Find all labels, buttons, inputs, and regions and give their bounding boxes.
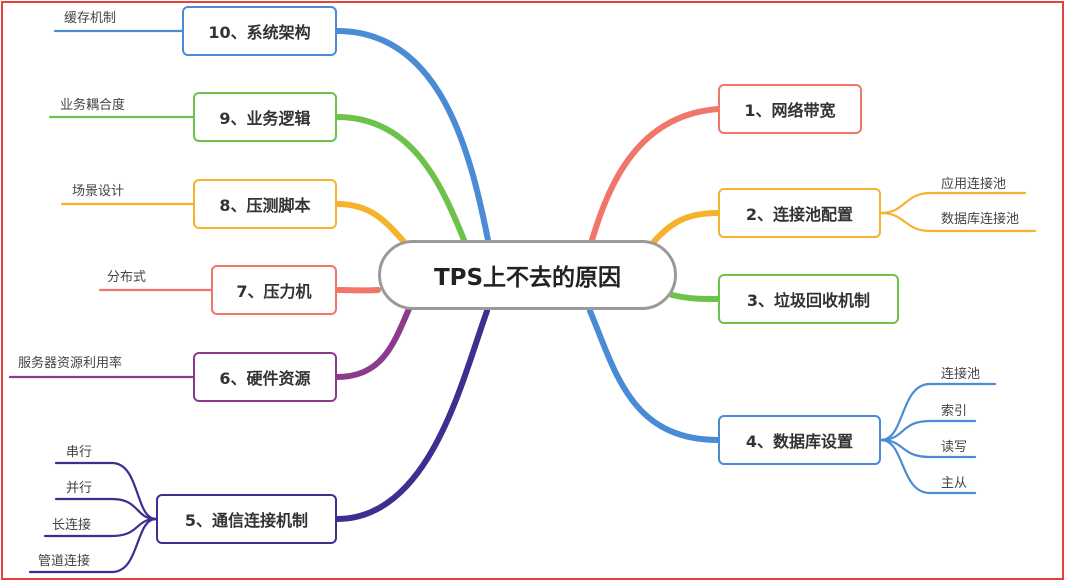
leaf-parallel[interactable]: 并行 (66, 481, 93, 496)
topic-database-settings[interactable]: 4、数据库设置 (718, 415, 881, 465)
leaf-distributed[interactable]: 分布式 (107, 270, 147, 285)
topic-test-script[interactable]: 8、压测脚本 (193, 179, 337, 229)
central-topic[interactable]: TPS上不去的原因 (378, 240, 677, 310)
leaf-connector-6 (54, 461, 158, 521)
connector-b6 (334, 299, 415, 380)
topic-garbage-collection[interactable]: 3、垃圾回收机制 (718, 274, 899, 324)
topic-communication-mechanism[interactable]: 5、通信连接机制 (156, 494, 337, 544)
connector-b3 (669, 292, 721, 302)
leaf-app-connection-pool[interactable]: 应用连接池 (941, 177, 1007, 192)
topic-network-bandwidth[interactable]: 1、网络带宽 (718, 84, 862, 134)
leaf-db-connection-pool-2[interactable]: 连接池 (941, 367, 981, 382)
connector-b5 (334, 308, 490, 522)
leaf-connector-7 (54, 497, 158, 521)
connector-b2 (649, 210, 721, 247)
connector-b1 (589, 106, 721, 243)
leaf-index[interactable]: 索引 (941, 404, 968, 419)
leaf-connector-1 (879, 211, 1037, 233)
topic-system-architecture[interactable]: 10、系统架构 (182, 6, 337, 56)
leaf-master-slave[interactable]: 主从 (941, 476, 968, 491)
connector-b10 (334, 28, 491, 243)
leaf-server-utilization[interactable]: 服务器资源利用率 (18, 356, 123, 371)
topic-connection-pool-config[interactable]: 2、连接池配置 (718, 188, 881, 238)
leaf-connector-3 (879, 419, 977, 442)
leaf-keep-alive[interactable]: 长连接 (52, 518, 92, 533)
topic-hardware-resources[interactable]: 6、硬件资源 (193, 352, 337, 402)
topic-load-generator[interactable]: 7、压力机 (211, 265, 337, 315)
leaf-read-write[interactable]: 读写 (941, 440, 968, 455)
leaf-db-connection-pool[interactable]: 数据库连接池 (941, 212, 1020, 227)
leaf-connector-4 (879, 438, 977, 459)
connector-b9 (334, 114, 467, 243)
connector-b4 (587, 308, 721, 443)
leaf-business-coupling[interactable]: 业务耦合度 (60, 98, 126, 113)
leaf-connector-9 (28, 517, 158, 574)
leaf-connector-0 (879, 191, 1027, 215)
leaf-serial[interactable]: 串行 (66, 445, 93, 460)
topic-business-logic[interactable]: 9、业务逻辑 (193, 92, 337, 142)
leaf-connector-5 (879, 438, 977, 495)
leaf-cache-mechanism[interactable]: 缓存机制 (64, 11, 117, 26)
connector-b8 (334, 201, 408, 246)
leaf-scenario-design[interactable]: 场景设计 (72, 184, 125, 199)
leaf-connector-2 (879, 382, 997, 442)
leaf-pipelining[interactable]: 管道连接 (38, 554, 91, 569)
